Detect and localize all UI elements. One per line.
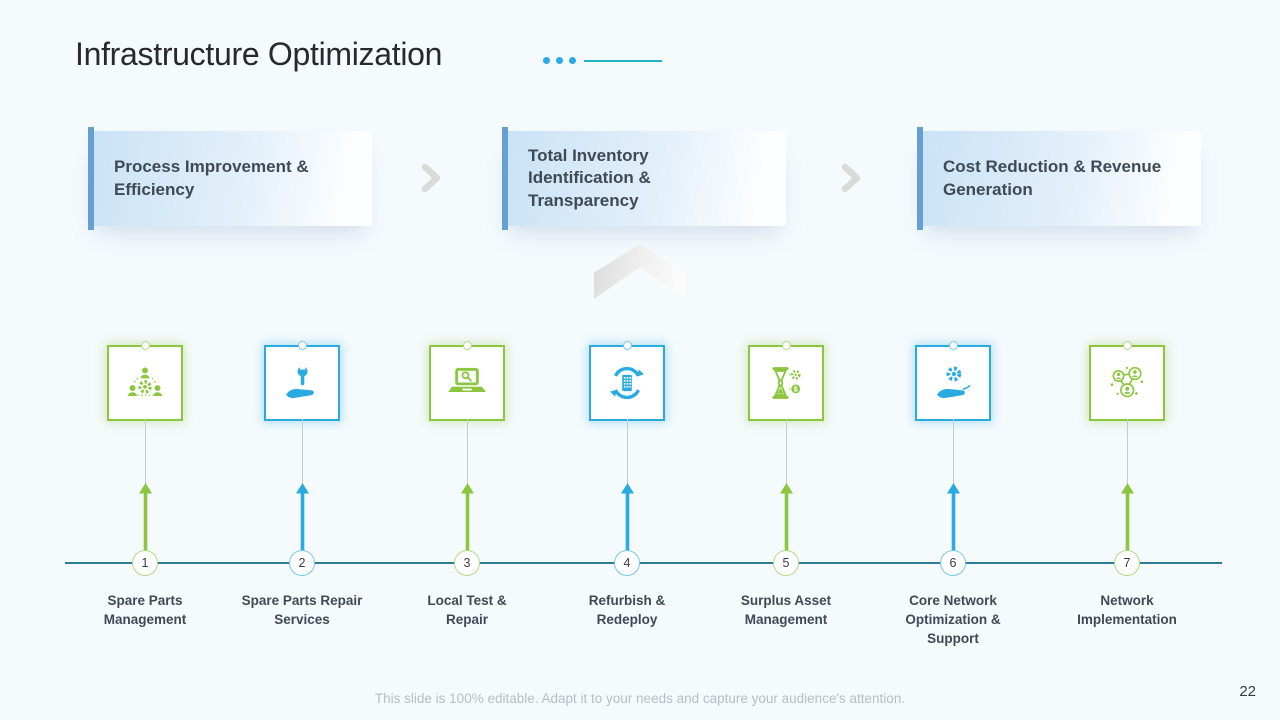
connector-dot xyxy=(1122,341,1132,350)
up-arrow-icon xyxy=(1120,483,1134,551)
up-arrow-icon xyxy=(946,483,960,551)
step-icon-box xyxy=(589,341,665,421)
up-arrow-icon xyxy=(779,483,793,551)
step-number: 3 xyxy=(454,550,480,576)
stage-box-cost-reduction: Cost Reduction & Revenue Generation xyxy=(917,127,1201,230)
connector-dot xyxy=(781,341,791,350)
laptop-search-icon xyxy=(445,361,489,405)
accent-dot-icon xyxy=(543,57,550,64)
timeline-step: 3 Local Test & Repair xyxy=(387,341,547,675)
step-label: Spare Parts Management xyxy=(103,593,187,628)
stage-box-process-improvement: Process Improvement & Efficiency xyxy=(88,127,372,230)
page-title: Infrastructure Optimization xyxy=(75,36,443,72)
step-label: Network Implementation xyxy=(1077,593,1177,628)
upward-chevron-shape xyxy=(594,244,686,299)
people-network-icon xyxy=(1105,361,1149,405)
step-label: Core Network Optimization & Support xyxy=(905,593,1001,647)
step-label: Spare Parts Repair Services xyxy=(241,593,363,628)
connector-dot xyxy=(622,341,632,350)
up-arrow-icon xyxy=(138,483,152,551)
timeline-step: 7 Network Implementation xyxy=(1047,341,1207,675)
timeline-step: 2 Spare Parts Repair Services xyxy=(222,341,382,675)
title-decoration xyxy=(543,57,662,64)
stage-box-label: Total Inventory Identification & Transpa… xyxy=(528,145,651,210)
stage-box-accent-bar xyxy=(917,127,923,230)
step-icon-box xyxy=(429,341,505,421)
step-label: Refurbish & Redeploy xyxy=(588,593,666,628)
hand-gear-icon xyxy=(931,361,975,405)
timeline-step: 6 Core Network Optimization & Support xyxy=(873,341,1033,675)
timeline-step: 1 Spare Parts Management xyxy=(65,341,225,675)
stage-box-accent-bar xyxy=(502,127,508,230)
footer-note: This slide is 100% editable. Adapt it to… xyxy=(374,691,906,706)
stage-box-total-inventory: Total Inventory Identification & Transpa… xyxy=(502,127,786,230)
chevron-right-icon xyxy=(840,163,862,193)
step-icon-box xyxy=(915,341,991,421)
hand-wrench-icon xyxy=(280,361,324,405)
step-number: 1 xyxy=(132,550,158,576)
up-arrow-icon xyxy=(295,483,309,551)
step-number: 7 xyxy=(1114,550,1140,576)
step-icon-box xyxy=(264,341,340,421)
svg-text:$: $ xyxy=(794,385,799,394)
step-number: 2 xyxy=(289,550,315,576)
timeline-axis xyxy=(65,562,1222,564)
timeline-step: 4 Refurbish & Redeploy xyxy=(547,341,707,675)
chevron-right-icon xyxy=(420,163,442,193)
timeline-step: $ 5 Surplus Asset Management xyxy=(706,341,866,675)
connector-dot xyxy=(297,341,307,350)
up-arrow-icon xyxy=(460,483,474,551)
step-icon-box xyxy=(107,341,183,421)
accent-line xyxy=(584,59,662,62)
step-number: 6 xyxy=(940,550,966,576)
stage-box-label: Cost Reduction & Revenue Generation xyxy=(943,157,1162,199)
timeline-items: 1 Spare Parts Management 2 Spare Parts R… xyxy=(0,341,1280,675)
connector-dot xyxy=(140,341,150,350)
connector-dot xyxy=(948,341,958,350)
step-icon-box xyxy=(1089,341,1165,421)
stage-box-label: Process Improvement & Efficiency xyxy=(114,157,309,199)
step-label: Local Test & Repair xyxy=(427,593,507,628)
step-number: 4 xyxy=(614,550,640,576)
refresh-building-icon xyxy=(605,361,649,405)
stage-box-accent-bar xyxy=(88,127,94,230)
up-arrow-icon xyxy=(620,483,634,551)
accent-dot-icon xyxy=(569,57,576,64)
step-label: Surplus Asset Management xyxy=(740,593,832,628)
step-icon-box: $ xyxy=(748,341,824,421)
hourglass-gear-icon: $ xyxy=(764,361,808,405)
team-gear-icon xyxy=(123,361,167,405)
connector-dot xyxy=(462,341,472,350)
accent-dot-icon xyxy=(556,57,563,64)
page-number: 22 xyxy=(1239,683,1256,700)
step-number: 5 xyxy=(773,550,799,576)
